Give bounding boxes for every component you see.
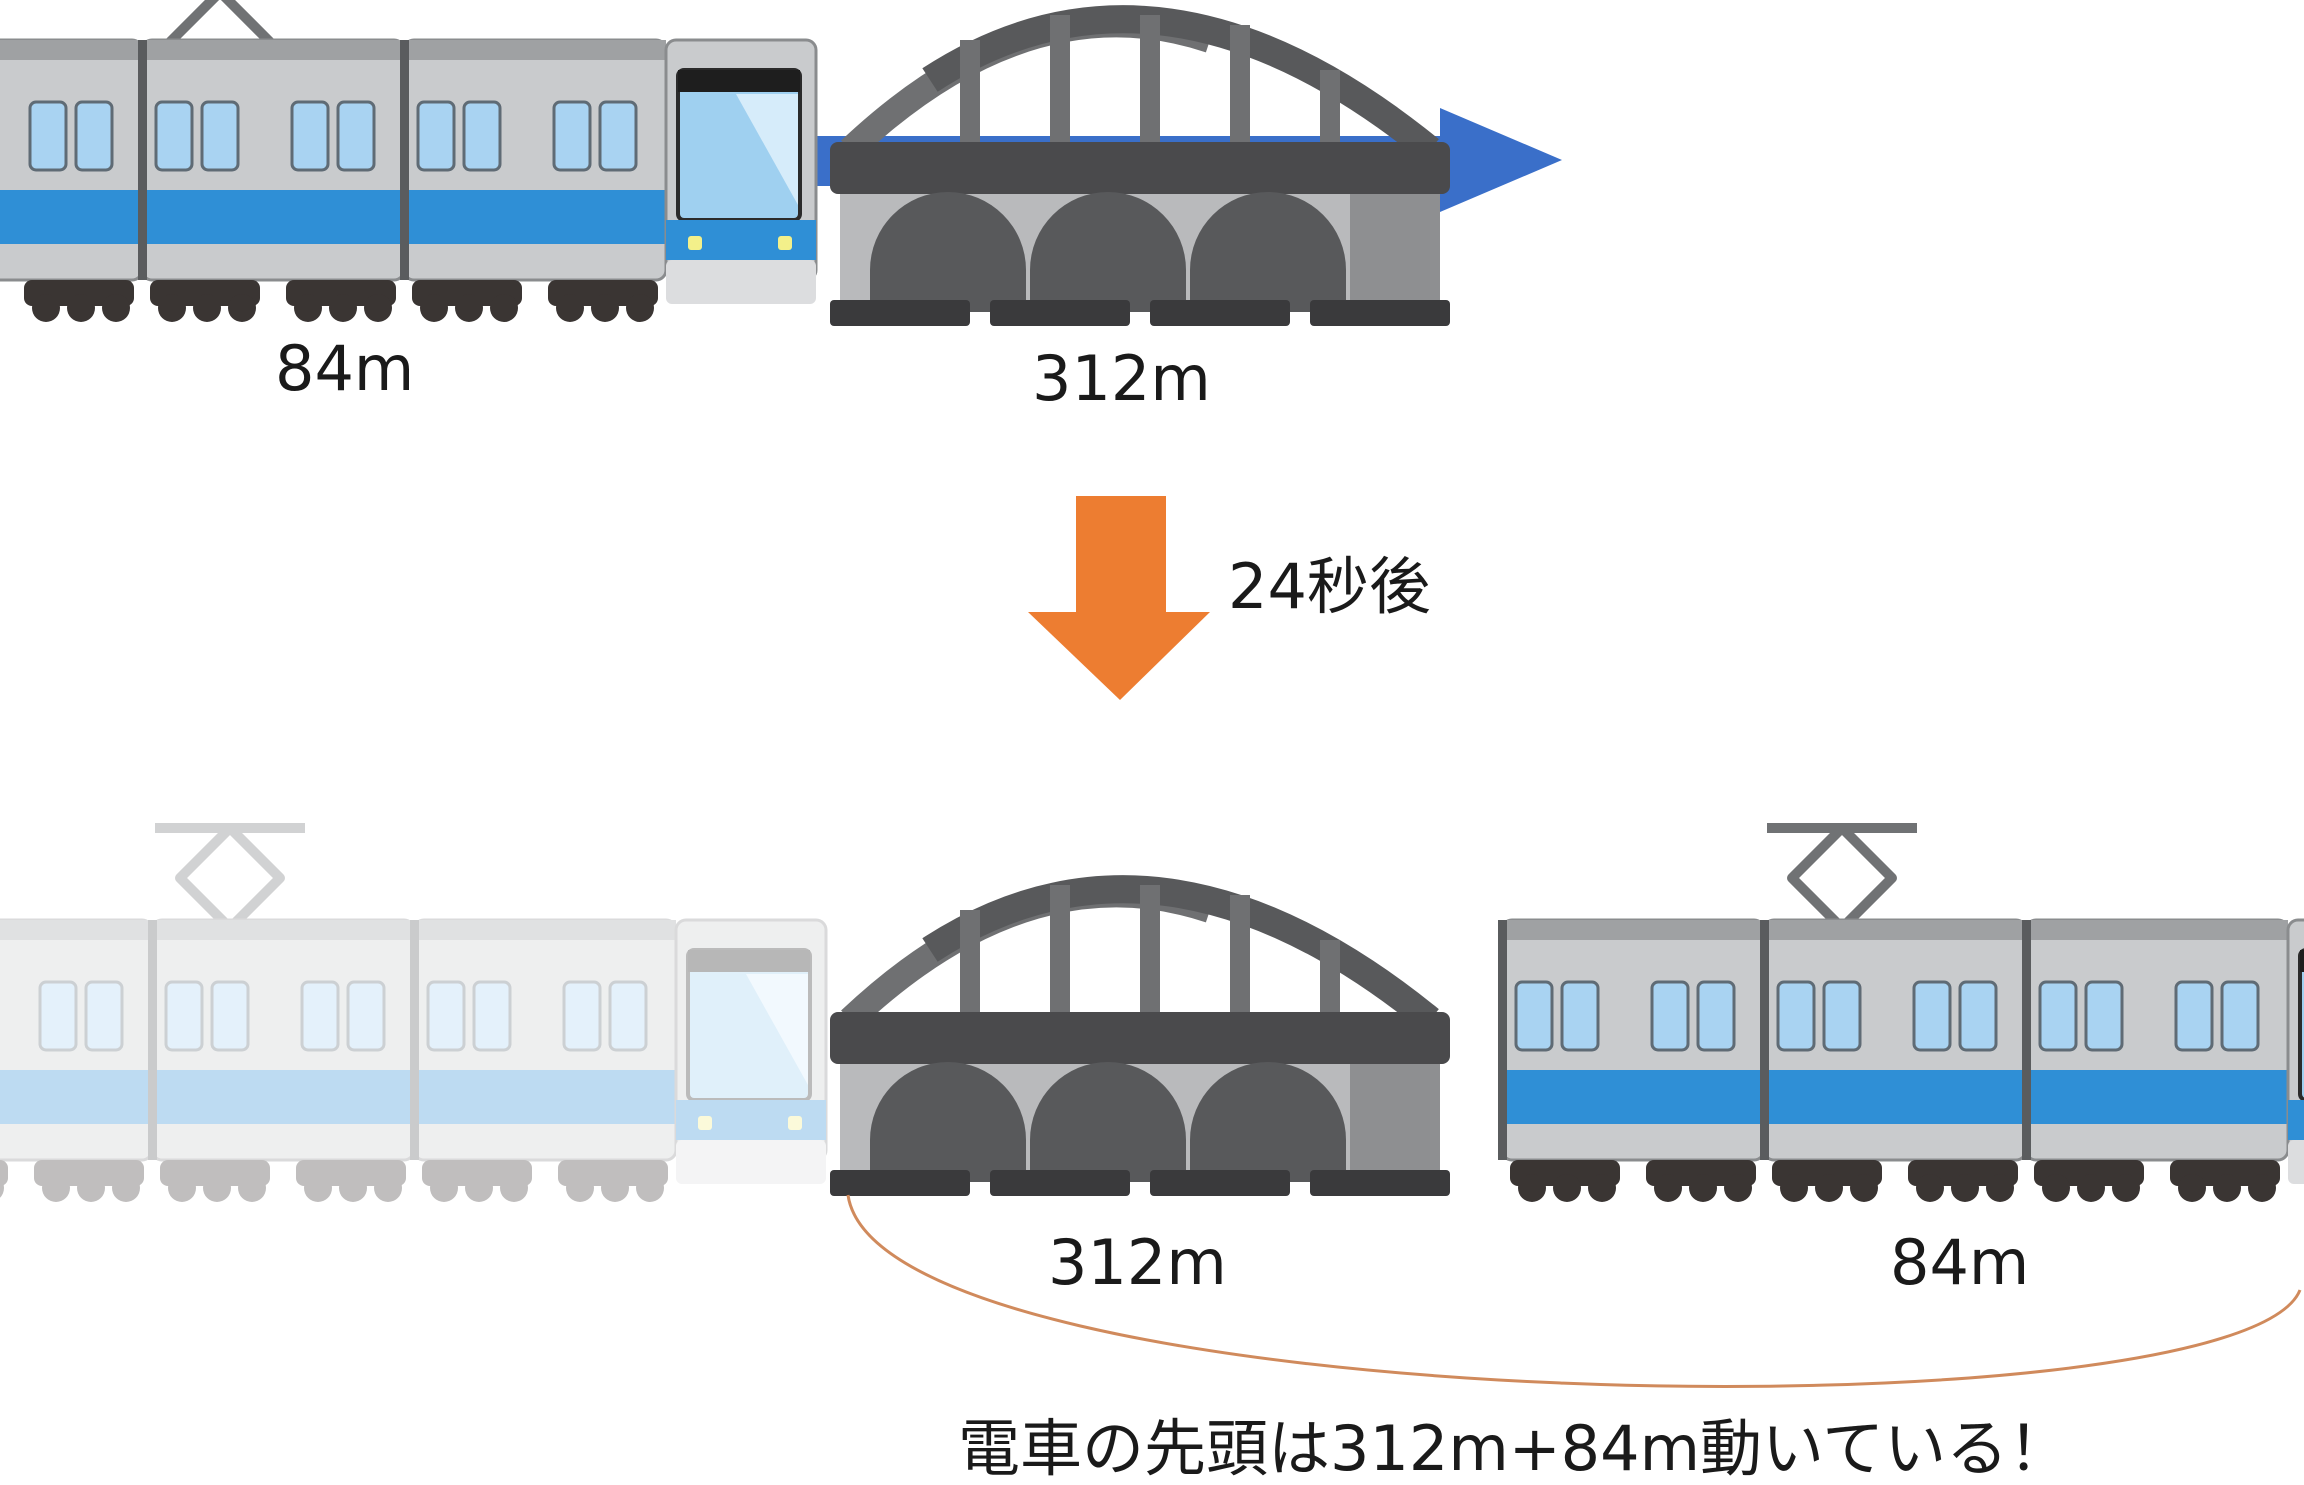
bridge-length-label-after: 312m — [1048, 1226, 1227, 1299]
bridge-before — [830, 15, 1450, 326]
time-arrow — [1028, 496, 1210, 700]
train-ghost — [0, 828, 828, 1204]
distance-brace — [846, 1194, 2302, 1388]
train-before — [0, 0, 818, 324]
bridge-after — [830, 885, 1450, 1196]
train-length-label-before: 84m — [275, 332, 415, 405]
train-after — [1496, 828, 2304, 1204]
conclusion-text: 電車の先頭は312m+84m動いている！ — [958, 1412, 2071, 1485]
train-length-label-after: 84m — [1890, 1226, 2030, 1299]
time-step-label: 24秒後 — [1228, 550, 1431, 623]
bridge-length-label-before: 312m — [1032, 342, 1211, 415]
